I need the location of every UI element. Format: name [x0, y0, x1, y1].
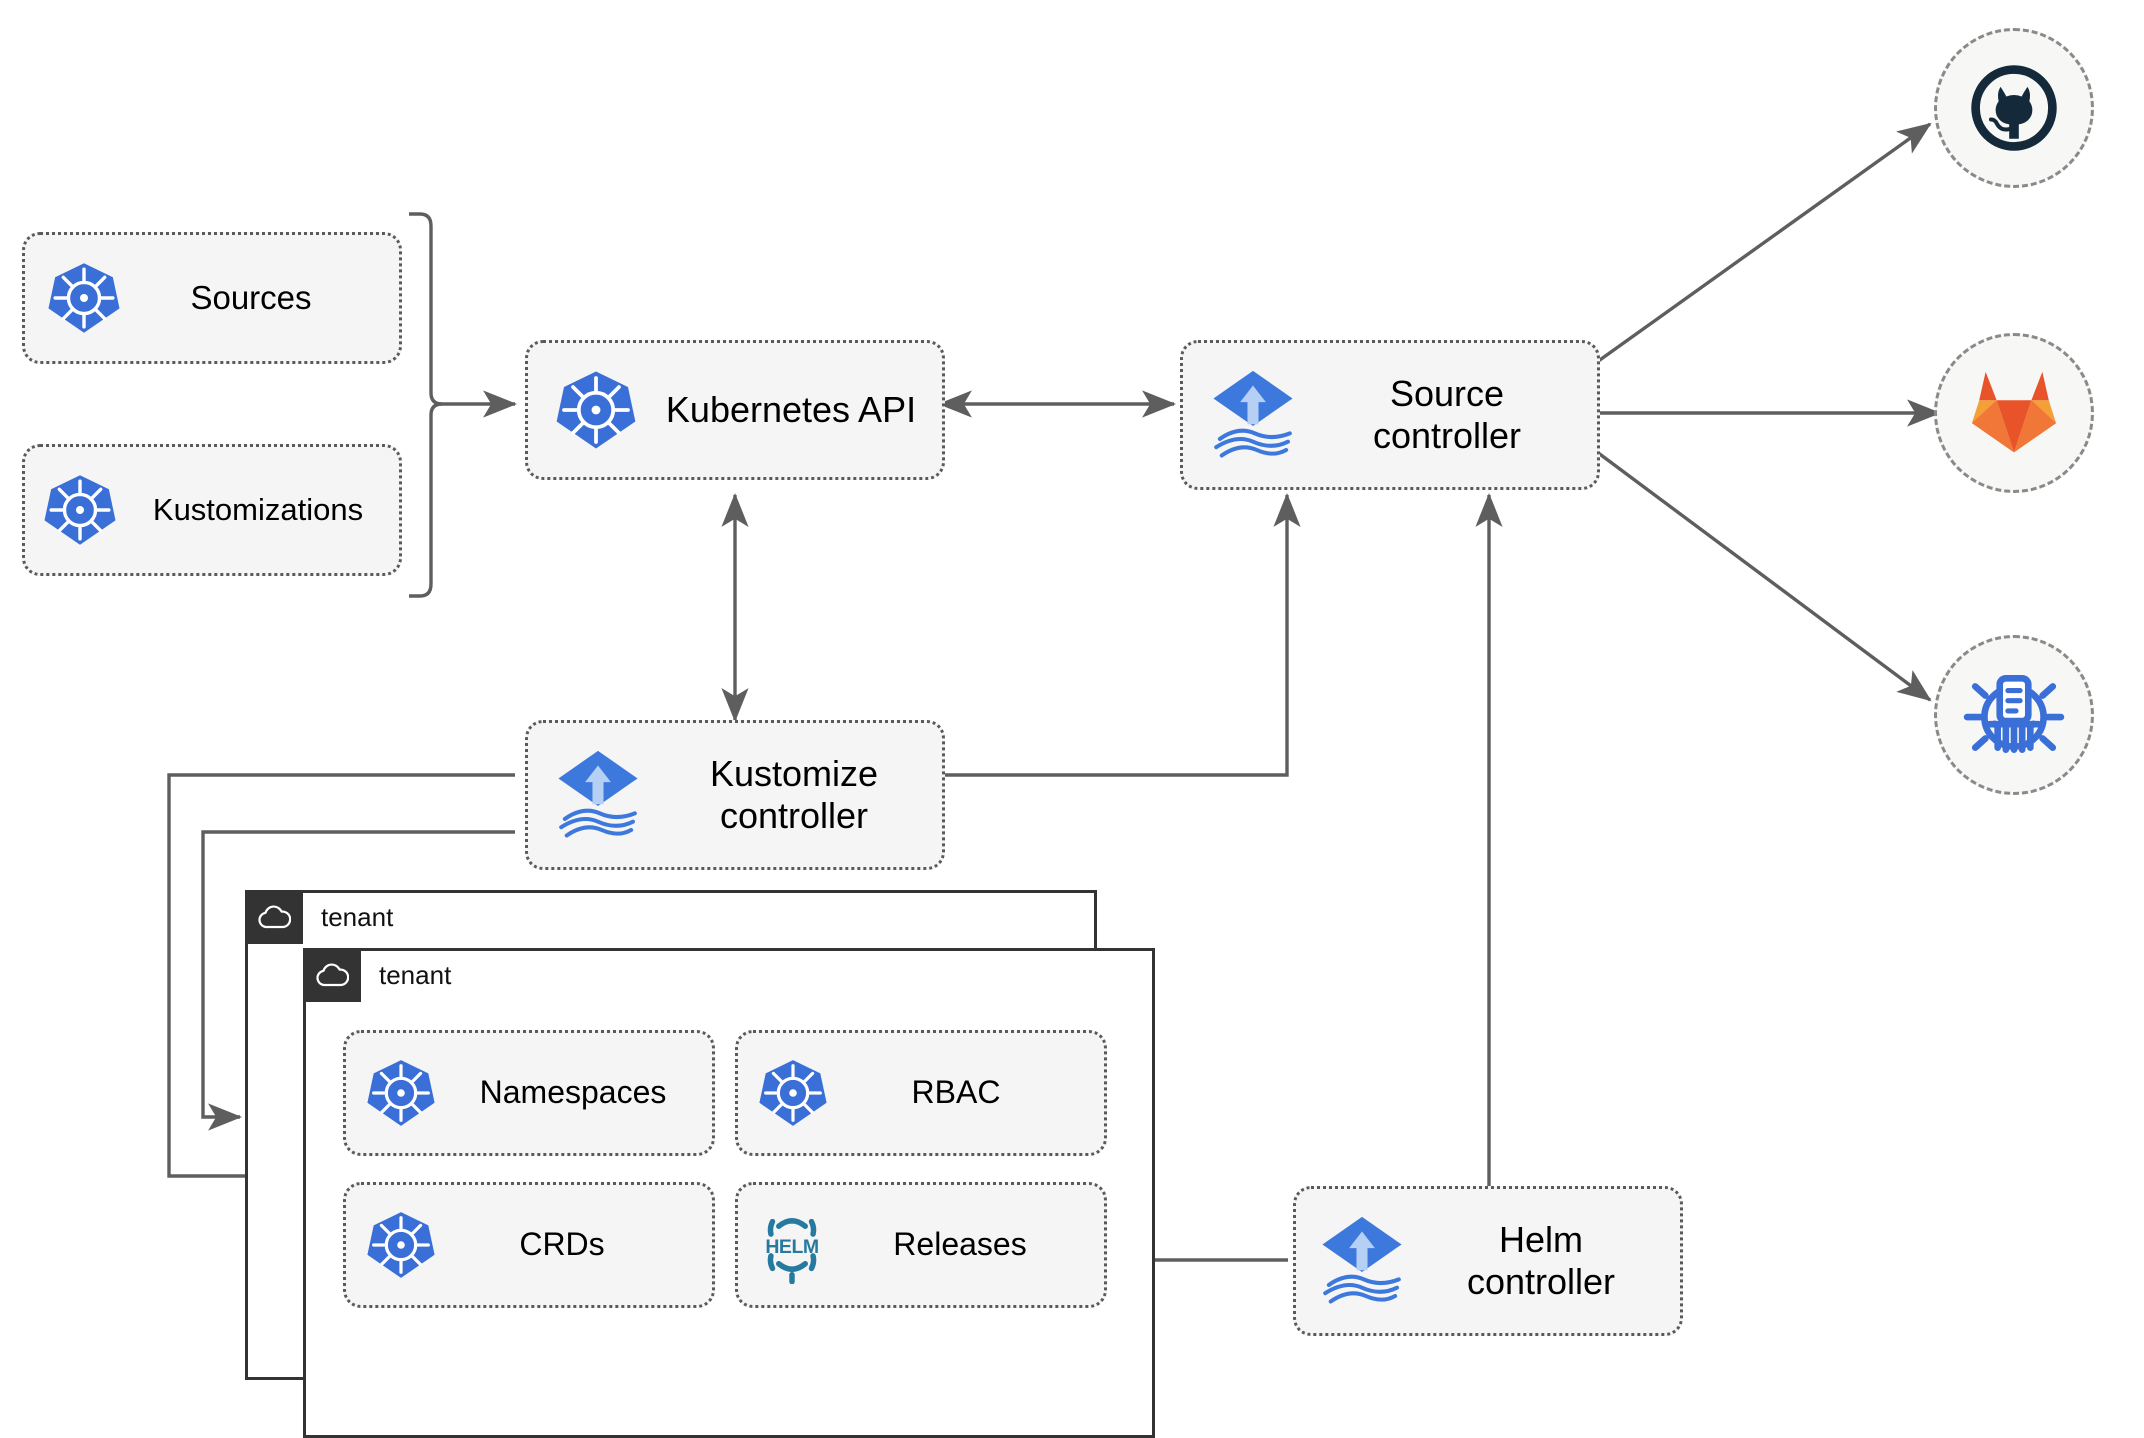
- tenant-front-header: tenant: [303, 948, 451, 1002]
- edge-kustomize-controller-to-source-controller: [945, 492, 1301, 777]
- kubernetes-icon: [738, 1058, 848, 1128]
- node-label-kubernetes-api: Kubernetes API: [665, 388, 917, 430]
- resource-card-sources[interactable]: Sources: [22, 232, 402, 364]
- tenant-resource-label-namespaces: Namespaces: [479, 1074, 667, 1111]
- node-label-helm-controller: Helm controller: [1466, 1218, 1616, 1302]
- provider-helm-registry[interactable]: [1934, 635, 2094, 795]
- tenant-resource-namespaces[interactable]: Namespaces: [343, 1030, 715, 1156]
- tenant-front-label: tenant: [379, 959, 452, 990]
- gitlab-icon: [1971, 371, 2057, 453]
- resource-label-kustomizations: Kustomizations: [152, 491, 364, 527]
- node-helm-controller[interactable]: Helm controller: [1293, 1186, 1683, 1336]
- flux-icon: [528, 747, 668, 843]
- svg-text:HELM: HELM: [765, 1236, 818, 1258]
- helm-registry-icon: [1963, 674, 2065, 753]
- edge-kustomize-controller-to-tenant-front: [201, 830, 515, 1131]
- kubernetes-icon: [346, 1058, 456, 1128]
- tenant-back-label: tenant: [321, 901, 394, 932]
- kubernetes-icon: [528, 369, 664, 451]
- kubernetes-icon: [346, 1210, 456, 1280]
- resource-card-kustomizations[interactable]: Kustomizations: [22, 444, 402, 576]
- flux-icon: [1296, 1213, 1428, 1309]
- tenant-back-header: tenant: [245, 890, 393, 944]
- tenant-resource-label-crds: CRDs: [519, 1226, 605, 1263]
- tenant-resource-label-releases: Releases: [893, 1226, 1027, 1263]
- edge-source-controller-to-github: [1596, 122, 1932, 364]
- tenant-resource-label-rbac: RBAC: [911, 1074, 1001, 1111]
- kubernetes-icon: [25, 261, 143, 335]
- node-source-controller[interactable]: Source controller: [1180, 340, 1600, 490]
- cloud-icon: [245, 890, 303, 944]
- tenant-resource-rbac[interactable]: RBAC: [735, 1030, 1107, 1156]
- provider-gitlab[interactable]: [1934, 333, 2094, 493]
- tenant-resource-releases[interactable]: HELM Releases: [735, 1182, 1107, 1308]
- resource-label-sources: Sources: [190, 278, 312, 316]
- diagram-canvas: tenant tenant Sources: [22, 28, 2094, 1438]
- helm-icon: HELM: [738, 1206, 846, 1284]
- provider-github[interactable]: [1934, 28, 2094, 188]
- cloud-icon: [303, 948, 361, 1002]
- node-label-source-controller: Source controller: [1372, 372, 1522, 456]
- github-icon: [1971, 65, 2057, 151]
- node-kustomize-controller[interactable]: Kustomize controller: [525, 720, 945, 870]
- node-label-kustomize-controller: Kustomize controller: [709, 752, 879, 836]
- kubernetes-icon: [25, 473, 135, 547]
- edge-kustomize-controller-to-tenant-back: [167, 773, 515, 1190]
- edge-source-controller-to-registry: [1595, 450, 1932, 702]
- node-kubernetes-api[interactable]: Kubernetes API: [525, 340, 945, 480]
- tenant-resource-crds[interactable]: CRDs: [343, 1182, 715, 1308]
- flux-icon: [1183, 367, 1323, 463]
- connector-layer: [167, 122, 1942, 1274]
